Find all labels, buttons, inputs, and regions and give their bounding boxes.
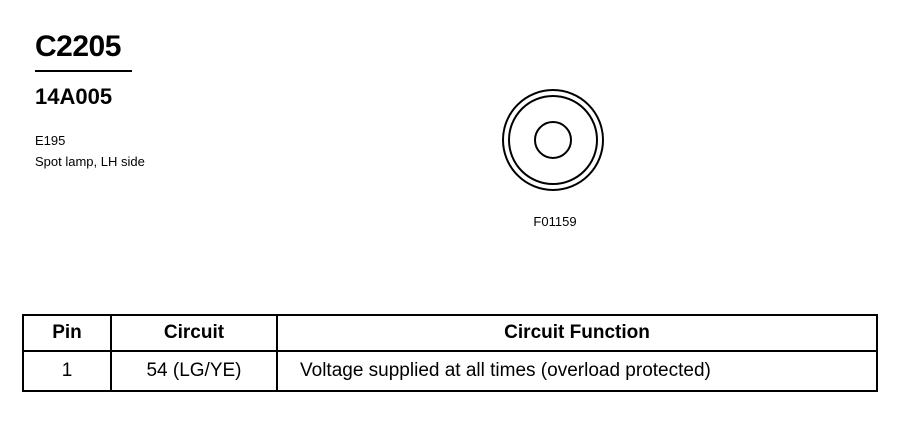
connector-inner-ring <box>508 95 598 185</box>
circuit-cell: 54 (LG/YE) <box>110 350 278 392</box>
figure-code: F01159 <box>533 214 577 229</box>
column-header-pin: Pin <box>22 314 112 352</box>
table-row: 1 54 (LG/YE) Voltage supplied at all tim… <box>22 350 878 392</box>
part-number: 14A005 <box>35 84 113 109</box>
column-header-circuit: Circuit <box>110 314 278 352</box>
location-code: E195 <box>35 133 66 148</box>
circuit-function-cell: Voltage supplied at all times (overload … <box>276 350 878 392</box>
table-header-row: Pin Circuit Circuit Function <box>22 314 878 352</box>
column-header-circuit-function: Circuit Function <box>276 314 878 352</box>
title-underline <box>35 70 132 72</box>
location-description: Spot lamp, LH side <box>35 154 145 169</box>
connector-outer-ring <box>502 89 604 191</box>
pin-number-cell: 1 <box>22 350 112 392</box>
connector-pin-socket <box>534 121 572 159</box>
pin-table: Pin Circuit Circuit Function 1 54 (LG/YE… <box>22 314 878 392</box>
connector-face-icon <box>502 89 604 191</box>
connector-id: C2205 <box>35 30 121 63</box>
